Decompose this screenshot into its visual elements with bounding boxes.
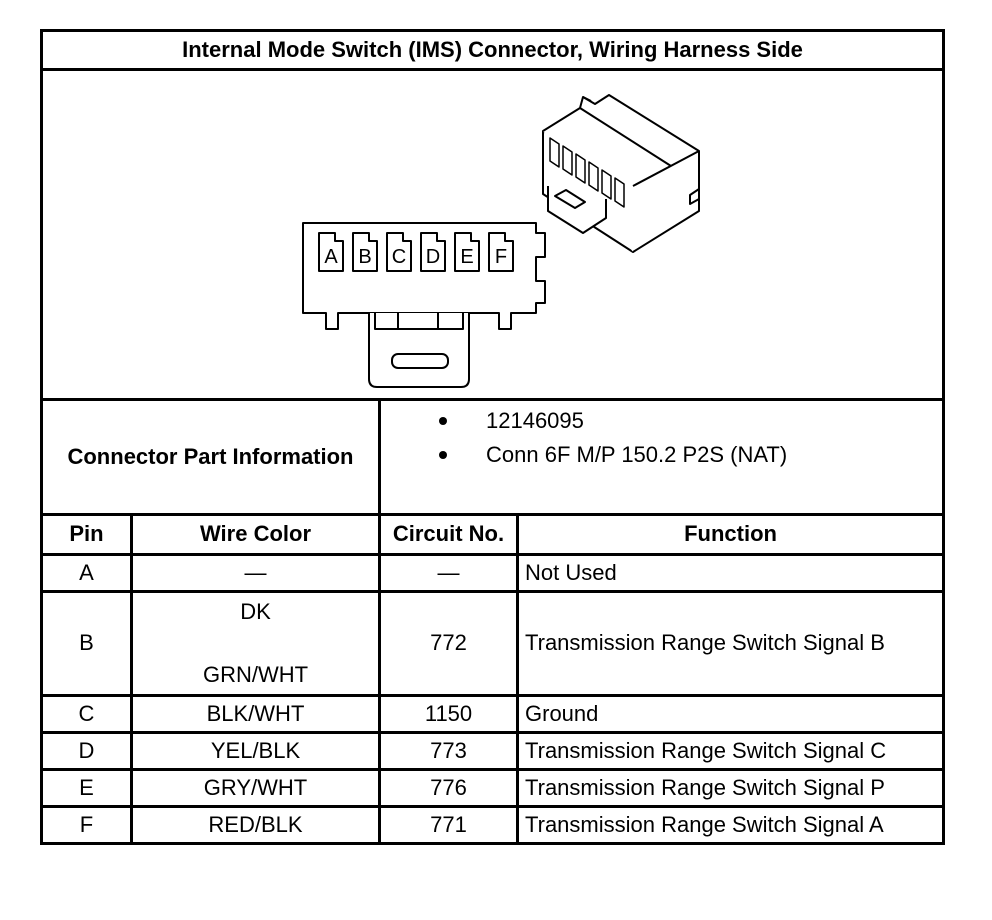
function-cell: Ground xyxy=(515,694,946,734)
pin-cell: E xyxy=(40,768,133,808)
part-info-item: 12146095 xyxy=(381,408,942,443)
wire-color-cell: RED/BLK xyxy=(130,805,381,845)
page-title: Internal Mode Switch (IMS) Connector, Wi… xyxy=(39,29,946,71)
pin-cell: C xyxy=(40,694,133,734)
function-cell: Transmission Range Switch Signal A xyxy=(515,805,946,845)
pin-cell: A xyxy=(40,553,133,593)
pin-cell: D xyxy=(40,731,133,771)
connector-face-view: A B C D E F xyxy=(302,222,546,388)
function-cell: Transmission Range Switch Signal C xyxy=(515,731,946,771)
wire-color-cell: BLK/WHT xyxy=(130,694,381,734)
bullet-icon xyxy=(439,451,447,459)
function-cell: Transmission Range Switch Signal B xyxy=(515,590,946,697)
connector-table: Internal Mode Switch (IMS) Connector, Wi… xyxy=(39,29,946,845)
wire-color-line-1: DK xyxy=(240,598,271,624)
circuit-cell: 1150 xyxy=(378,694,519,734)
column-header-pin: Pin xyxy=(40,513,133,556)
function-cell: Transmission Range Switch Signal P xyxy=(515,768,946,808)
circuit-cell: 773 xyxy=(378,731,519,771)
table-row: C BLK/WHT 1150 Ground xyxy=(40,694,946,734)
part-number: 12146095 xyxy=(486,408,584,433)
column-header-function: Function xyxy=(515,513,946,556)
pin-cell: F xyxy=(40,805,133,845)
circuit-cell: 771 xyxy=(378,805,519,845)
circuit-cell: — xyxy=(378,553,519,593)
circuit-cell: 776 xyxy=(378,768,519,808)
table-row: B DK GRN/WHT 772 Transmission Range Swit… xyxy=(40,590,946,697)
part-info-label: Connector Part Information xyxy=(40,398,381,516)
pin-label-d: D xyxy=(426,246,440,268)
function-cell: Not Used xyxy=(515,553,946,593)
pin-cell: B xyxy=(40,590,133,697)
column-header-circuit: Circuit No. xyxy=(378,513,519,556)
connector-description: Conn 6F M/P 150.2 P2S (NAT) xyxy=(486,442,788,467)
pin-label-a: A xyxy=(324,246,338,268)
part-info-item: Conn 6F M/P 150.2 P2S (NAT) xyxy=(381,442,942,477)
wire-color-line-2: GRN/WHT xyxy=(202,662,309,688)
pin-label-c: C xyxy=(392,246,406,268)
connector-3d-view xyxy=(542,94,700,253)
connector-sheet: Internal Mode Switch (IMS) Connector, Wi… xyxy=(39,29,946,878)
pin-label-f: F xyxy=(495,246,507,268)
wire-color-cell: YEL/BLK xyxy=(130,731,381,771)
part-info-list: 12146095 Conn 6F M/P 150.2 P2S (NAT) xyxy=(377,398,946,516)
connector-diagram: A B C D E F xyxy=(39,68,946,401)
connector-illustration: A B C D E F xyxy=(302,94,700,388)
table-row: A — — Not Used xyxy=(40,553,946,593)
bullet-icon xyxy=(439,417,447,425)
pin-cavities xyxy=(318,232,514,272)
column-header-wire-color: Wire Color xyxy=(130,513,381,556)
wire-color-cell: — xyxy=(130,553,381,593)
table-row: E GRY/WHT 776 Transmission Range Switch … xyxy=(40,768,946,808)
circuit-cell: 772 xyxy=(378,590,519,697)
table-row: D YEL/BLK 773 Transmission Range Switch … xyxy=(40,731,946,771)
pin-label-e: E xyxy=(460,246,473,268)
pin-label-b: B xyxy=(358,246,371,268)
wire-color-cell: GRY/WHT xyxy=(130,768,381,808)
wire-color-cell: DK GRN/WHT xyxy=(130,590,381,697)
table-row: F RED/BLK 771 Transmission Range Switch … xyxy=(40,805,946,845)
